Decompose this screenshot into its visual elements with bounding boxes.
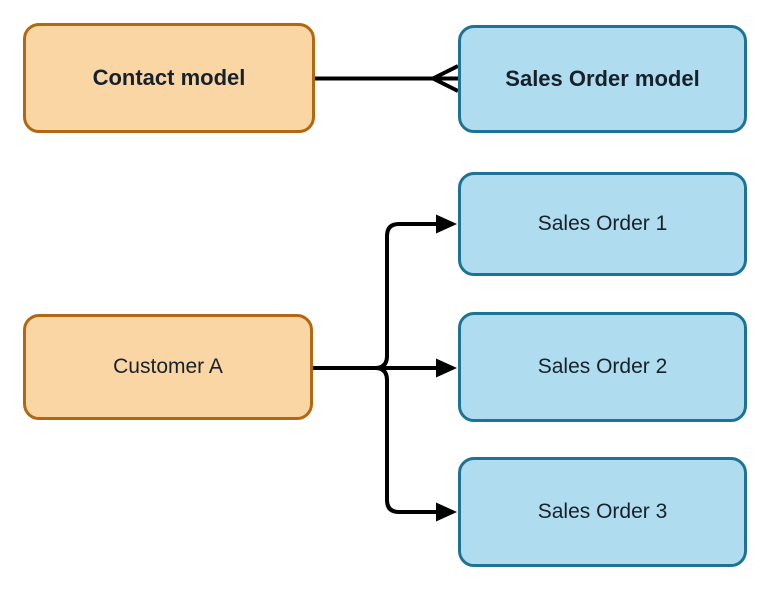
node-sales-order-model: Sales Order model (458, 25, 747, 133)
node-customer-a: Customer A (23, 314, 313, 420)
node-label: Contact model (92, 64, 246, 90)
arrowhead-icon (436, 502, 457, 522)
arrowhead-icon (436, 214, 457, 234)
node-contact-model: Contact model (23, 23, 315, 133)
crow-foot-prong-bottom-icon (432, 76, 459, 93)
branch-connector-down (374, 366, 437, 514)
branch-connector-up (374, 222, 437, 370)
node-label: Sales Order 1 (537, 212, 668, 236)
node-sales-order-3: Sales Order 3 (458, 457, 747, 567)
node-sales-order-2: Sales Order 2 (458, 312, 747, 422)
node-sales-order-1: Sales Order 1 (458, 172, 747, 276)
node-label: Customer A (113, 355, 223, 379)
crow-foot-prong-top-icon (432, 64, 459, 81)
node-label: Sales Order 2 (537, 355, 668, 379)
node-label: Sales Order 3 (537, 500, 668, 524)
node-label: Sales Order model (505, 65, 700, 91)
arrowhead-icon (436, 358, 457, 378)
